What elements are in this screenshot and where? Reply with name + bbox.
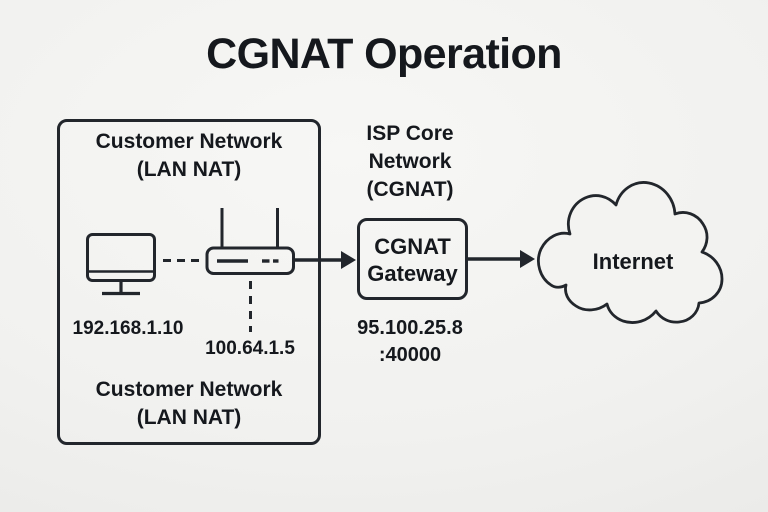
isp-core-network-label: ISP Core Network (CGNAT)	[343, 120, 477, 204]
computer-ip-label: 192.168.1.10	[72, 318, 184, 339]
customer-network-top-label-line2: (LAN NAT)	[136, 158, 242, 181]
diagram-title: CGNAT Operation	[206, 30, 562, 78]
cgnat-gateway-box	[357, 218, 468, 300]
customer-network-bottom-label-line1: Customer Network	[95, 378, 283, 401]
customer-network-box	[57, 119, 321, 445]
customer-network-bottom-label: Customer Network (LAN NAT)	[57, 376, 321, 432]
public-ip-port: :40000	[378, 344, 442, 366]
isp-core-network-label-line3: (CGNAT)	[366, 178, 454, 201]
cgnat-gateway-label: CGNAT Gateway	[357, 233, 468, 287]
cgnat-gateway-label-line2: Gateway	[367, 261, 458, 286]
internet-label: Internet	[592, 249, 674, 274]
isp-core-network-label-line2: Network	[368, 150, 452, 173]
cgnat-gateway-label-line1: CGNAT	[374, 234, 451, 259]
arrow-gateway-to-internet	[468, 250, 535, 268]
public-ip-label: 95.100.25.8 :40000	[343, 315, 477, 369]
customer-network-top-label: Customer Network (LAN NAT)	[57, 128, 321, 184]
public-ip-address: 95.100.25.8	[357, 317, 463, 339]
customer-network-bottom-label-line2: (LAN NAT)	[136, 406, 242, 429]
router-ip-label: 100.64.1.5	[205, 338, 295, 359]
customer-network-top-label-line1: Customer Network	[95, 130, 283, 153]
isp-core-network-label-line1: ISP Core	[366, 122, 454, 145]
